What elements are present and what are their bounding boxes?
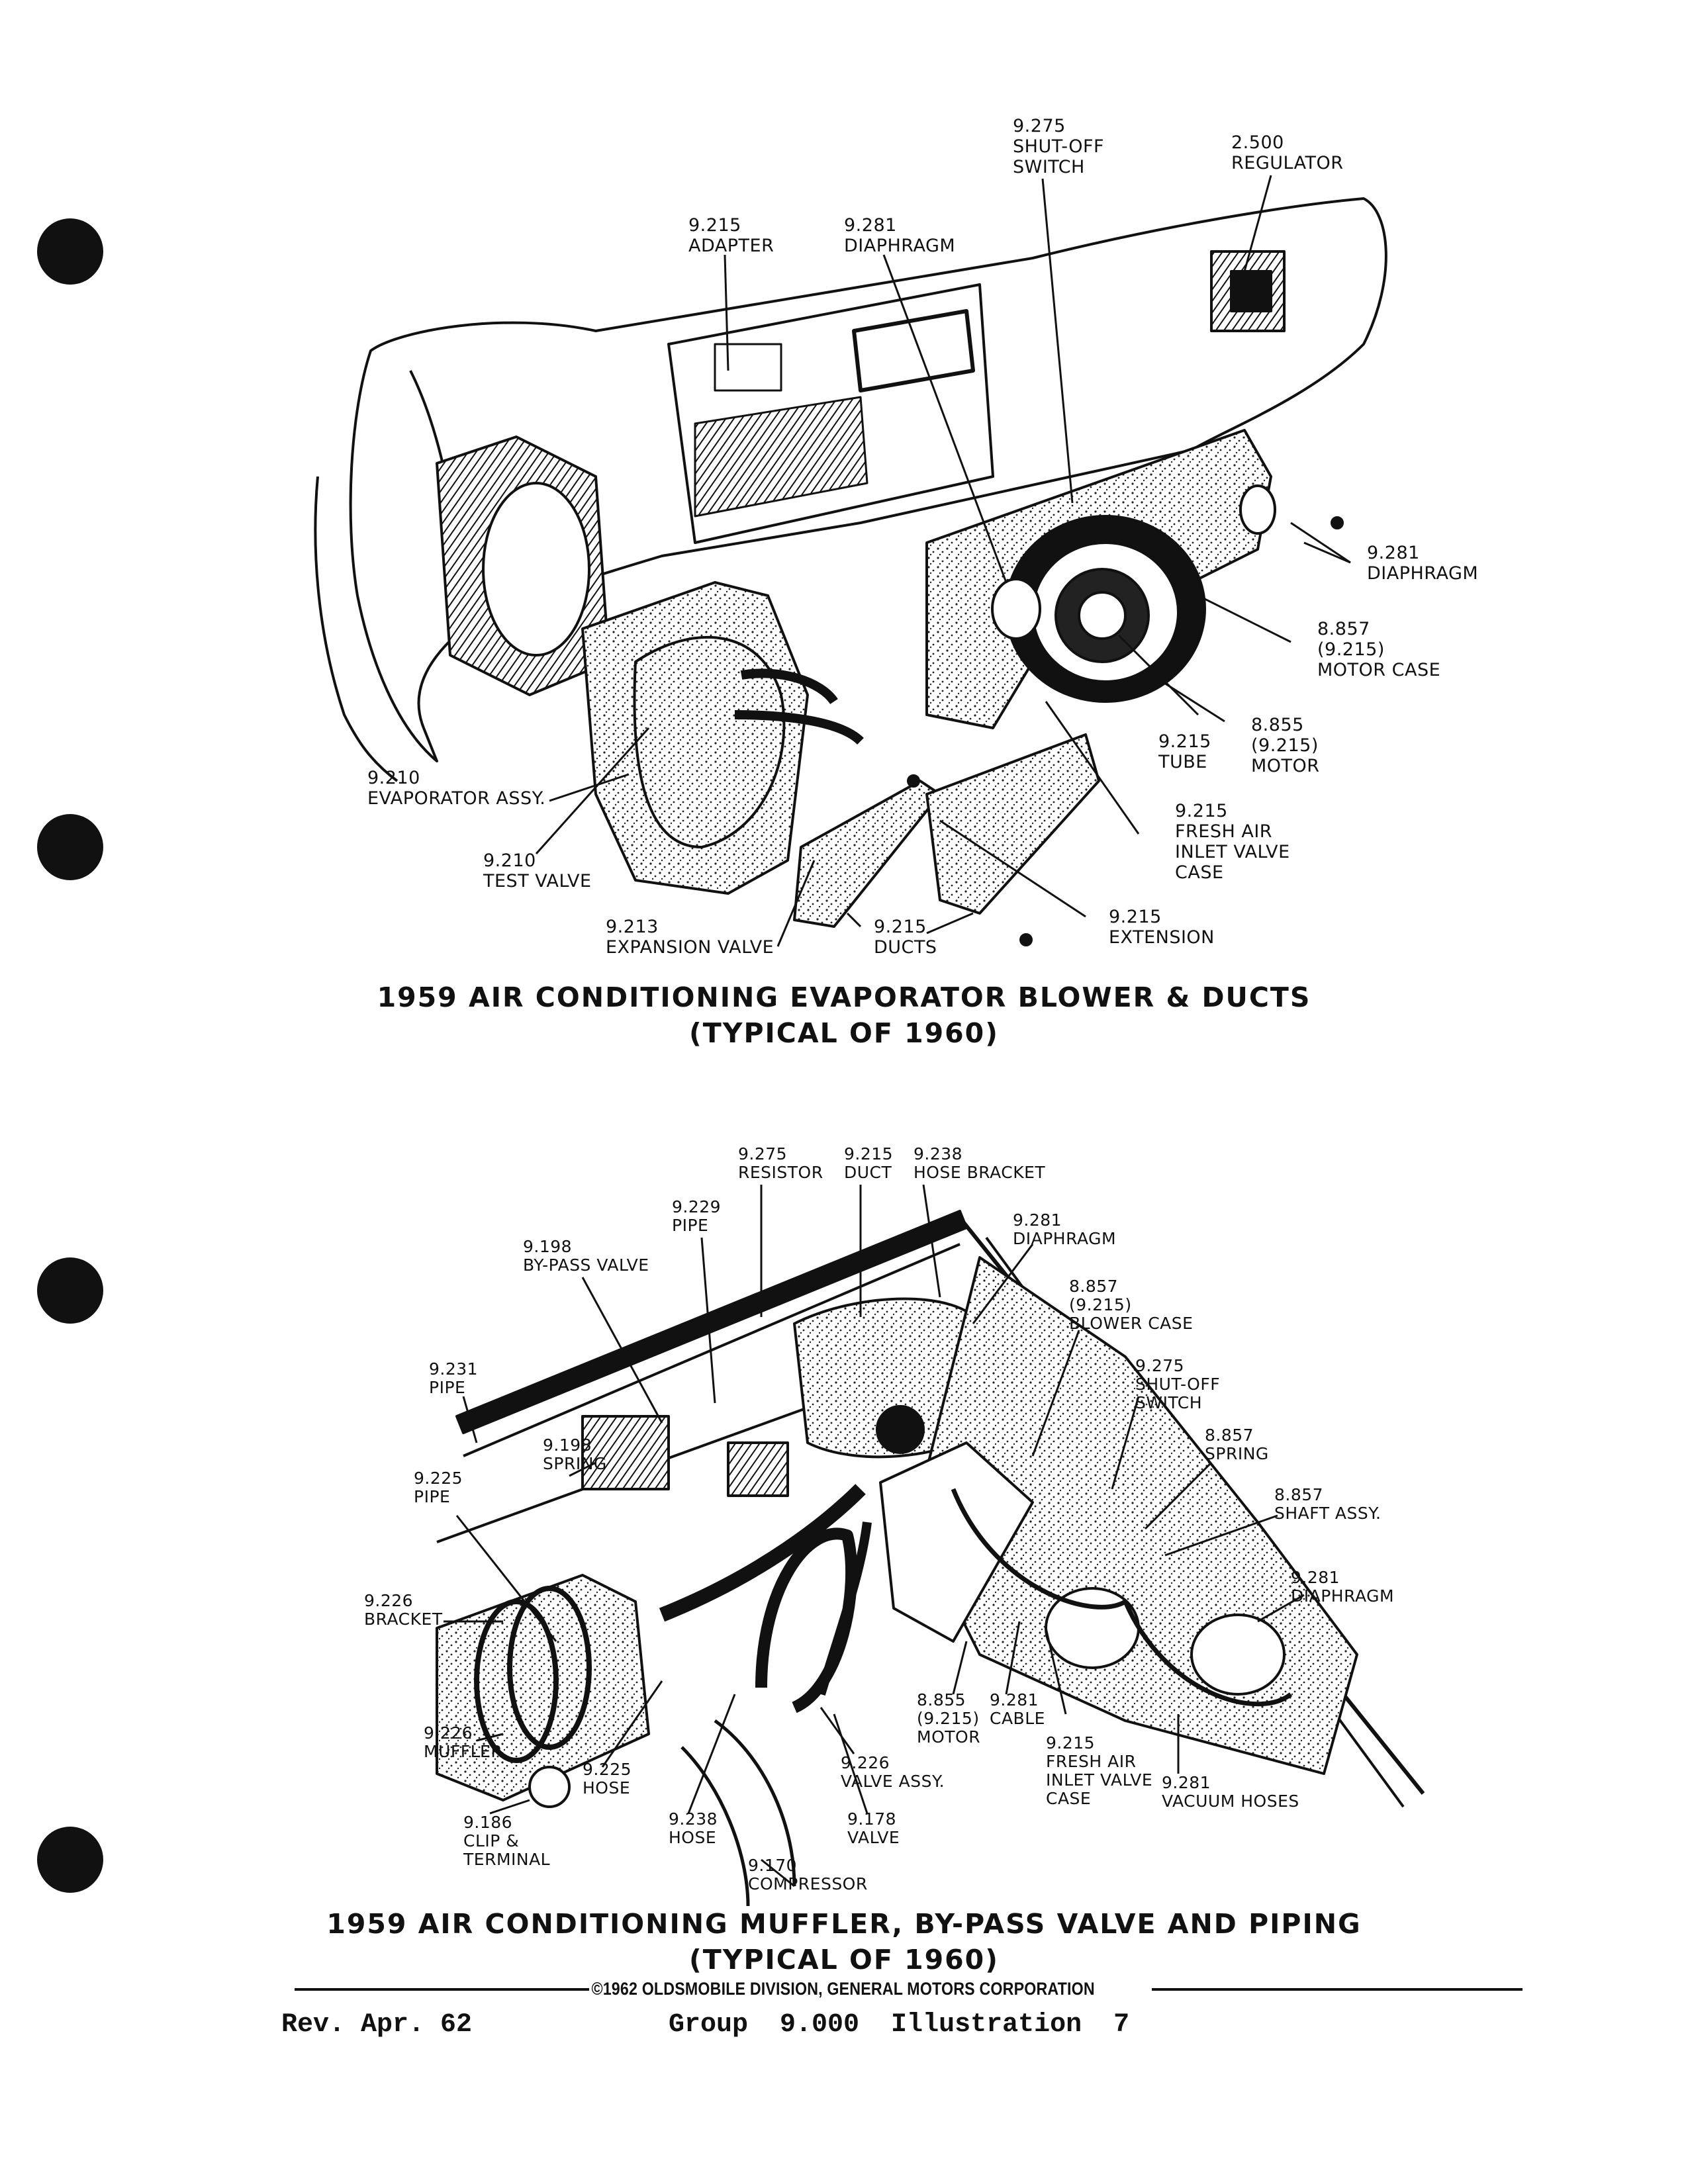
callout-motor-case: 8.857(9.215) MOTOR CASE xyxy=(1317,619,1441,680)
binder-hole-3 xyxy=(37,1257,103,1324)
revision-date: Rev. Apr. 62 xyxy=(281,2010,473,2040)
binder-hole-2 xyxy=(37,814,103,880)
callout-motor-2: 8.855(9.215) MOTOR xyxy=(917,1690,981,1747)
figure2-caption: 1959 AIR CONDITIONING MUFFLER, BY-PASS V… xyxy=(326,1908,1362,1976)
group-illustration-ref: Group 9.000 Illustration 7 xyxy=(669,2010,1130,2040)
figure1-caption: 1959 AIR CONDITIONING EVAPORATOR BLOWER … xyxy=(377,981,1311,1049)
binder-hole-4 xyxy=(37,1827,103,1893)
binder-hole-1 xyxy=(37,218,103,285)
callout-blower-case: 8.857(9.215) BLOWER CASE xyxy=(1069,1277,1194,1333)
footer-rule-left xyxy=(295,1988,599,1991)
footer-rule-right xyxy=(1152,1988,1523,1991)
callout-motor: 8.855(9.215) MOTOR xyxy=(1251,715,1320,776)
copyright-notice: ©1962 OLDSMOBILE DIVISION, GENERAL MOTOR… xyxy=(589,1979,1098,1999)
